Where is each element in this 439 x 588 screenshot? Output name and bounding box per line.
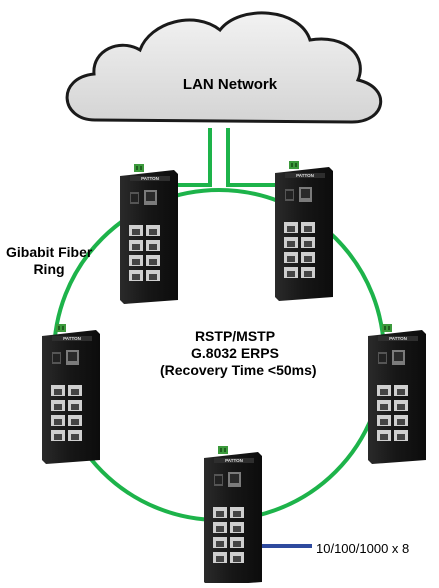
- cloud-label: LAN Network: [182, 76, 278, 93]
- cloud-icon: [65, 11, 383, 124]
- protocol-line2: G.8032 ERPS: [191, 345, 279, 361]
- switch-top-left: [120, 164, 178, 304]
- ring-label-line1: Gibabit Fiber: [6, 244, 93, 260]
- switch-right: [368, 324, 426, 464]
- ports-label: 10/100/1000 x 8: [316, 541, 410, 556]
- protocol-label: RSTP/MSTP G.8032 ERPS (Recovery Time <50…: [160, 328, 317, 379]
- switch-bottom: [204, 446, 262, 586]
- switch-top-right: [275, 161, 333, 301]
- ring-label-line2: Ring: [33, 261, 65, 277]
- ring-label: Gibabit Fiber Ring: [6, 244, 92, 278]
- protocol-line3: (Recovery Time <50ms): [160, 362, 317, 378]
- protocol-line1: RSTP/MSTP: [194, 328, 276, 344]
- switch-left: [42, 324, 100, 464]
